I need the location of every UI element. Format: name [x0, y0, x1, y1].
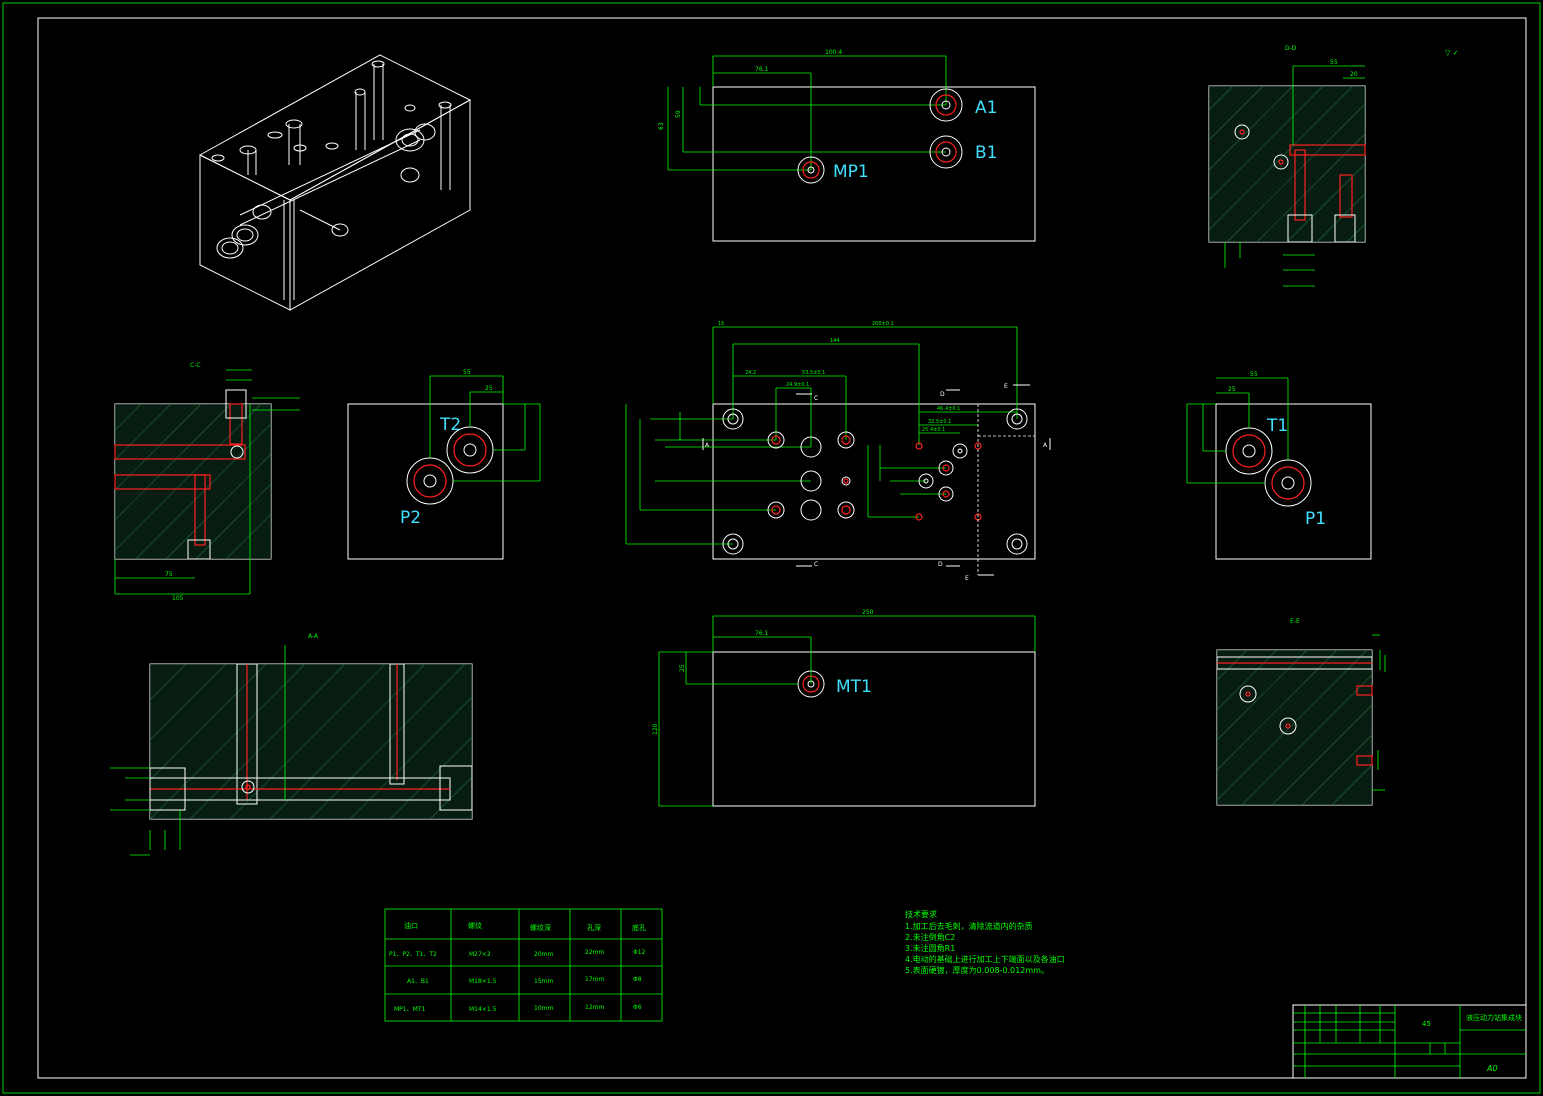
isometric-view [198, 54, 472, 311]
svg-text:E: E [965, 575, 969, 582]
port-label-p1: P1 [1305, 509, 1326, 529]
svg-text:76.1: 76.1 [755, 630, 769, 637]
svg-text:25: 25 [1228, 386, 1236, 393]
tech-requirements-title: 技术要求 [905, 909, 937, 919]
port-spec-table [384, 908, 663, 1022]
table-header: 孔深 [587, 923, 601, 932]
svg-text:53.5±0.1: 53.5±0.1 [802, 370, 825, 376]
svg-text:144: 144 [830, 338, 840, 344]
sheet-size: A0 [1486, 1064, 1498, 1073]
svg-text:120: 120 [652, 723, 659, 735]
svg-text:24.9±0.1: 24.9±0.1 [786, 382, 809, 388]
table-header: 螺纹深 [530, 923, 551, 932]
title-block [1292, 1004, 1527, 1079]
svg-text:C: C [814, 561, 818, 568]
svg-text:D: D [940, 391, 945, 398]
port-label-mt1: MT1 [836, 677, 872, 697]
section-label-cc: C-C [190, 362, 201, 369]
port-label-p2: P2 [400, 508, 421, 528]
table-cell: Φ6 [633, 1004, 642, 1011]
port-label-t2: T2 [439, 415, 461, 435]
top-view-main: 15 200±0.1 144 24.2 53.5±0.1 24.9±0.1 46.4±… [625, 321, 1051, 582]
table-cell: M18×1.5 [469, 978, 497, 985]
tech-requirement-item: 1.加工后去毛刺，清除流道内的杂质 [905, 921, 1033, 931]
svg-text:24.2: 24.2 [745, 370, 756, 376]
svg-text:25: 25 [485, 385, 493, 392]
svg-text:63: 63 [658, 122, 665, 130]
table-cell: 22mm [585, 949, 604, 956]
svg-text:100.4: 100.4 [825, 49, 842, 56]
section-label-ee: E-E [1290, 618, 1300, 625]
svg-text:76.1: 76.1 [755, 66, 769, 73]
tech-requirement-item: 4.电动的基础上进行加工上下端面以及各油口 [905, 954, 1065, 964]
side-view-t2-p2: 55 25 [347, 369, 541, 560]
table-cell: 15mm [534, 978, 553, 985]
drawing-name: 液压动力站集成块 [1466, 1013, 1522, 1022]
svg-text:25.4±0.1: 25.4±0.1 [922, 427, 945, 433]
table-cell: M14×1.5 [469, 1006, 497, 1013]
tech-requirement-item: 2.未注倒角C2 [905, 932, 955, 942]
svg-text:105: 105 [172, 595, 184, 602]
roughness-mark: ▽ ✓ [1445, 49, 1458, 57]
table-cell: A1、B1 [407, 978, 429, 985]
svg-text:59: 59 [675, 110, 682, 118]
svg-text:32.5±0.1: 32.5±0.1 [928, 419, 951, 425]
port-label-a1: A1 [975, 98, 997, 118]
port-label-b1: B1 [975, 143, 997, 163]
section-label-dd: D-D [1285, 45, 1297, 52]
svg-text:250: 250 [862, 609, 874, 616]
front-view-mt1: 250 76.1 120 25 [652, 609, 1036, 807]
table-cell: Φ12 [633, 949, 646, 956]
section-view-dd: 55 20 [1208, 59, 1366, 287]
section-label-aa: A-A [308, 633, 319, 640]
port-label-mp1: MP1 [833, 162, 869, 182]
svg-text:20: 20 [1350, 71, 1358, 78]
svg-text:55: 55 [1250, 371, 1258, 378]
svg-text:C: C [814, 395, 818, 402]
table-cell: 10mm [534, 1005, 553, 1012]
table-cell: 20mm [534, 951, 553, 958]
table-cell: 12mm [585, 1004, 604, 1011]
svg-text:55: 55 [1330, 59, 1338, 66]
table-cell: MP1、MT1 [394, 1006, 425, 1013]
section-view-ee [1216, 634, 1386, 806]
front-view-a1-b1: 100.4 76.1 63 59 [658, 49, 1036, 242]
port-label-t1: T1 [1266, 416, 1288, 436]
svg-text:E: E [1004, 383, 1008, 390]
svg-text:55: 55 [463, 369, 471, 376]
table-cell: P1、P2、T1、T2 [389, 951, 437, 958]
material-label: 45 [1422, 1020, 1431, 1028]
svg-text:46.4±0.1: 46.4±0.1 [937, 406, 960, 412]
side-view-t1-p1: 55 25 [1186, 371, 1372, 560]
table-header: 油口 [404, 921, 418, 930]
svg-text:75: 75 [165, 571, 173, 578]
svg-text:A: A [1043, 442, 1048, 449]
tech-requirement-item: 5.表面硬镀，厚度为0.008-0.012mm。 [905, 965, 1049, 975]
svg-text:15: 15 [718, 321, 724, 327]
table-header: 底孔 [632, 923, 646, 932]
table-cell: 17mm [585, 976, 604, 983]
table-cell: M27×2 [469, 951, 491, 958]
svg-text:25: 25 [679, 664, 686, 672]
table-cell: Φ8 [633, 976, 642, 983]
svg-text:D: D [938, 561, 943, 568]
svg-text:A: A [705, 442, 710, 449]
tech-requirement-item: 3.未注圆角R1 [905, 943, 955, 953]
inner-border [37, 17, 1527, 1079]
table-header: 螺纹 [468, 921, 482, 930]
section-view-cc: 75 105 [114, 369, 300, 602]
section-view-aa [110, 645, 473, 856]
svg-text:200±0.1: 200±0.1 [872, 321, 894, 327]
